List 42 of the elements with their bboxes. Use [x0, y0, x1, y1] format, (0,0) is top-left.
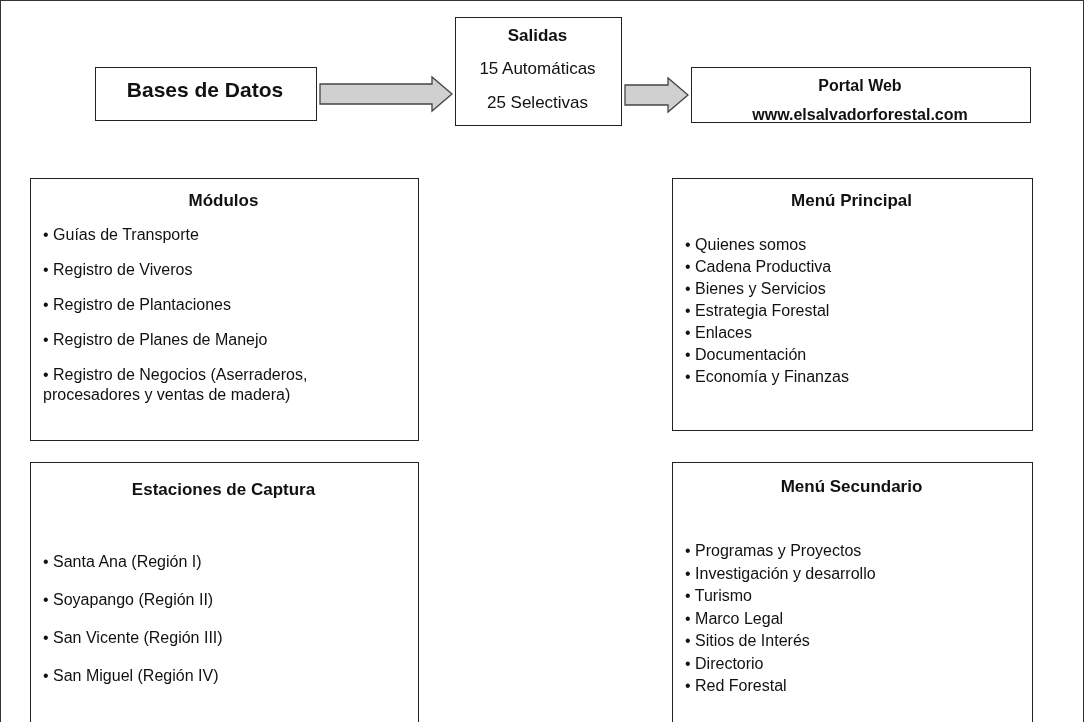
box-text: 25 Selectivas — [486, 91, 589, 113]
list-box — [455, 17, 622, 126]
block-arrow — [319, 75, 453, 113]
list-item: • Investigación y desarrollo — [685, 563, 877, 584]
list-item: • Red Forestal — [685, 676, 788, 697]
box-heading: Bases de Datos — [126, 77, 284, 103]
list-item: • Directorio — [685, 653, 765, 674]
list-item: • San Vicente (Región III) — [43, 628, 224, 649]
list-item: • Registro de Negocios (Aserraderos, procesadores y ventas de madera) — [43, 365, 309, 406]
list-item: • Documentación — [685, 345, 808, 366]
block-arrow — [624, 76, 689, 114]
list-item: • Quienes somos — [685, 235, 808, 256]
box-heading: Salidas — [507, 26, 568, 47]
list-item: • San Miguel (Región IV) — [43, 666, 220, 687]
list-item: • Guías de Transporte — [43, 225, 200, 246]
list-box — [672, 462, 1033, 722]
box-heading: Menú Secundario — [779, 477, 924, 498]
list-box — [691, 67, 1031, 123]
list-item: • Enlaces — [685, 323, 753, 344]
list-item: • Programas y Proyectos — [685, 541, 863, 562]
list-item: • Economía y Finanzas — [685, 367, 850, 388]
box-heading: Estaciones de Captura — [130, 480, 317, 501]
list-item: • Registro de Plantaciones — [43, 295, 232, 316]
box-heading: Módulos — [187, 191, 260, 212]
list-item: • Registro de Viveros — [43, 260, 194, 281]
list-box — [30, 178, 419, 441]
list-item: • Marco Legal — [685, 608, 785, 629]
list-item: • Cadena Productiva — [685, 257, 833, 278]
list-item: • Soyapango (Región II) — [43, 590, 215, 611]
box-text: www.elsalvadorforestal.com — [752, 105, 968, 126]
box-heading: Portal Web — [818, 76, 902, 96]
database-box — [95, 67, 317, 121]
list-item: • Turismo — [685, 586, 753, 607]
list-box — [672, 178, 1033, 431]
list-box — [30, 462, 419, 722]
list-item: • Santa Ana (Región I) — [43, 552, 203, 573]
list-item: • Registro de Planes de Manejo — [43, 330, 269, 351]
list-item: • Estrategia Forestal — [685, 301, 831, 322]
box-heading: Menú Principal — [790, 191, 913, 212]
box-text: 15 Automáticas — [479, 58, 596, 80]
list-item: • Sitios de Interés — [685, 631, 811, 652]
list-item: • Bienes y Servicios — [685, 279, 827, 300]
